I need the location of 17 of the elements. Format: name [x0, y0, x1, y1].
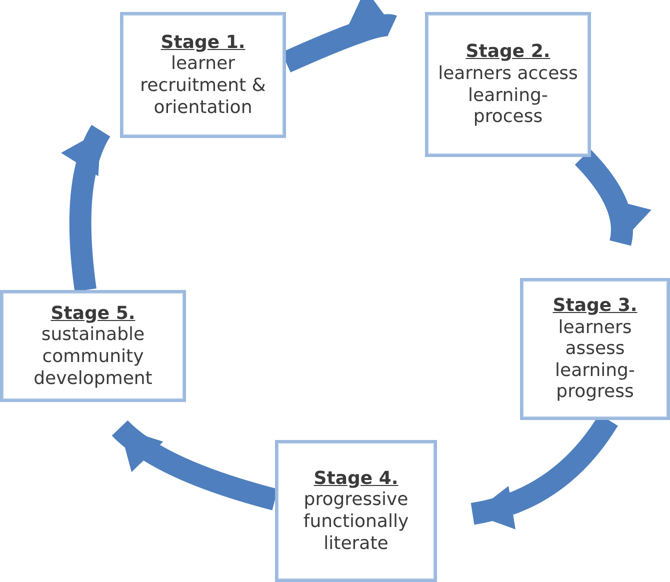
curved-arrow: [574, 149, 650, 246]
stage-description: learners access learning-process: [437, 62, 579, 128]
stage-box: [0, 290, 186, 402]
stage-heading: Stage 3.: [552, 295, 638, 317]
stage-heading: Stage 4.: [314, 468, 398, 490]
stage-description: sustainable community development: [32, 324, 154, 390]
stage-heading: Stage 2.: [466, 41, 550, 63]
stage-box: [120, 12, 286, 138]
stage-box: [425, 12, 591, 157]
stage-heading: Stage 1.: [160, 32, 246, 54]
stage-description: learners assess learning-progress: [554, 316, 636, 403]
stage-box: [520, 278, 670, 420]
curved-arrow: [62, 125, 110, 292]
stage-box: [275, 440, 437, 582]
stage-description: progressive functionally literate: [302, 489, 410, 554]
stage-description: learner recruitment & orientation: [139, 53, 267, 118]
stage-heading: Stage 5.: [50, 302, 136, 324]
